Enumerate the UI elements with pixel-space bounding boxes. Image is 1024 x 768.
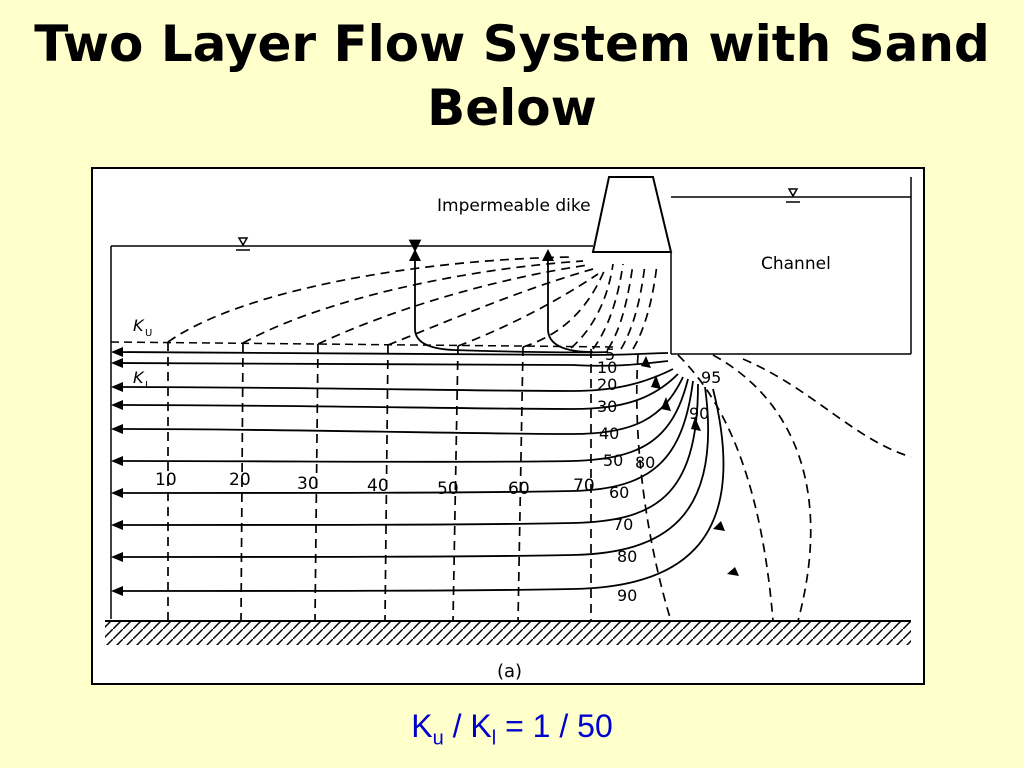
sl-label-10: 10 (597, 358, 617, 377)
sl-label-40: 40 (599, 424, 619, 443)
sl-label-70: 70 (613, 515, 633, 534)
lower-streamlines (112, 351, 725, 592)
lower-equipotentials (167, 342, 912, 622)
sl-label-90: 90 (617, 586, 637, 605)
sl-label-5: 5 (605, 345, 615, 364)
eq-label-50: 50 (437, 479, 459, 499)
exit-arrowheads (111, 347, 123, 596)
svg-text:L: L (145, 380, 151, 391)
sl-label-80: 80 (617, 547, 637, 566)
upper-equipotentials (167, 256, 658, 350)
inflow-arrowheads (641, 356, 739, 576)
ku-label: K U (133, 316, 152, 339)
kl-label: K L (133, 368, 151, 391)
water-table-marker-right (786, 188, 800, 203)
dike-label: Impermeable dike (437, 196, 591, 216)
surfaces (110, 177, 912, 619)
flow-net-diagram: Impermeable dike Channel K U K L 10 20 3… (105, 176, 912, 682)
slide-title: Two Layer Flow System with Sand Below (0, 12, 1024, 140)
flow-net-figure: Impermeable dike Channel K U K L 10 20 3… (91, 167, 925, 685)
ch-label-95: 95 (701, 368, 721, 387)
channel-side-labels: 80 95 90 (635, 368, 721, 472)
streamline-labels: 5 10 20 30 40 50 60 70 80 90 (597, 345, 637, 605)
eq-label-20: 20 (229, 470, 251, 490)
svg-text:U: U (145, 328, 152, 339)
sl-label-20: 20 (597, 375, 617, 394)
eq-label-10: 10 (155, 470, 177, 490)
impermeable-base (105, 621, 911, 645)
channel-label: Channel (761, 254, 831, 274)
title-line-2: Below (427, 79, 597, 137)
eq-label-60: 60 (508, 479, 530, 499)
dike (591, 176, 673, 253)
equipotential-labels: 10 20 30 40 50 60 70 (155, 470, 595, 499)
sl-label-50: 50 (603, 451, 623, 470)
ratio-caption: Ku / Kl = 1 / 50 (411, 708, 613, 750)
svg-text:K: K (133, 368, 145, 387)
eq-label-30: 30 (297, 474, 319, 494)
ch-label-80: 80 (635, 453, 655, 472)
title-line-1: Two Layer Flow System with Sand (34, 15, 990, 73)
eq-label-70: 70 (573, 476, 595, 496)
layer-boundary (110, 341, 619, 348)
upward-arrowheads (409, 249, 554, 261)
svg-text:K: K (133, 316, 145, 335)
water-table-marker-left (236, 237, 250, 251)
panel-label: (a) (497, 661, 522, 682)
sl-label-60: 60 (609, 483, 629, 502)
sl-label-30: 30 (597, 397, 617, 416)
ch-label-90: 90 (689, 404, 709, 423)
eq-label-40: 40 (367, 476, 389, 496)
